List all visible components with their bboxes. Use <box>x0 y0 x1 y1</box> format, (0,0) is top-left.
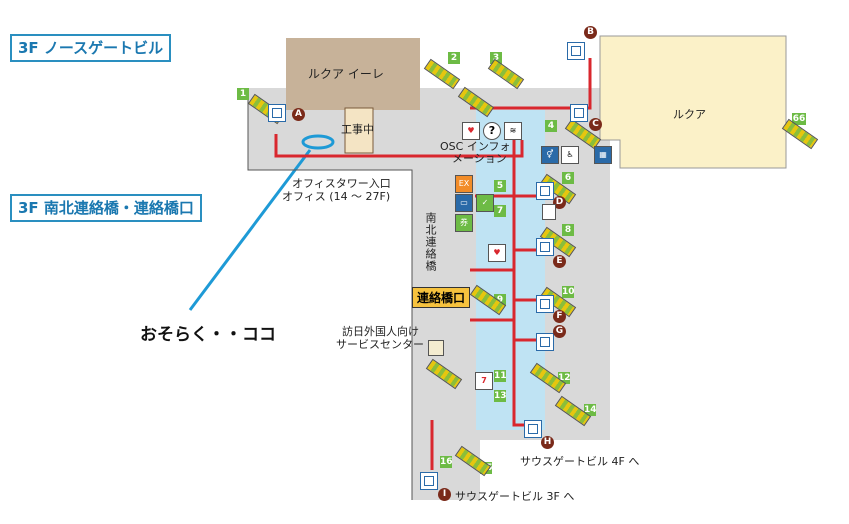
bridge-gate-label: 連絡橋口 <box>412 287 471 308</box>
elevator-i-icon <box>420 472 438 490</box>
escalator-8-marker: 8 <box>562 224 574 236</box>
lucua-building <box>599 35 787 169</box>
lucua-label: ルクア <box>673 108 706 121</box>
escalator-16-marker: 16 <box>440 456 453 468</box>
highlight-pointer-line <box>188 149 312 311</box>
osc-info-line1: OSC インフォ <box>440 140 511 153</box>
aed-icon: ♥ <box>462 122 480 140</box>
elevator-d-icon <box>536 182 554 200</box>
office-entrance-line1: オフィスタワー入口 <box>292 177 391 190</box>
visitor-center-line2: サービスセンター <box>336 338 424 351</box>
elevator-h-marker: H <box>541 436 554 449</box>
escalator-4-marker: 4 <box>545 120 557 132</box>
locker-icon: ▦ <box>594 146 612 164</box>
construction-label: 工事中 <box>341 123 374 136</box>
north-gate-label: 3F ノースゲートビル <box>10 34 172 62</box>
visitor-center-icon <box>428 340 444 356</box>
visitor-center-line1: 訪日外国人向け <box>342 325 419 338</box>
escalator-13-marker: 13 <box>494 390 507 402</box>
escalator-1-marker: 1 <box>237 88 249 100</box>
escalator-11-marker: 11 <box>494 370 507 382</box>
seven-eleven-icon: 7 <box>475 372 493 390</box>
ex-icon: EX <box>455 175 473 193</box>
restroom-icon: ⚥ <box>541 146 559 164</box>
elevator-f-icon <box>536 295 554 313</box>
annotation-note: おそらく・・ココ <box>140 325 276 345</box>
elevator-e-icon <box>536 238 554 256</box>
wheelchair-icon: ♿ <box>561 146 579 164</box>
nanboku-bridge-label: 南北連絡橋 <box>424 212 437 272</box>
escalator-5-marker: 5 <box>494 180 506 192</box>
elevator-i-marker: I <box>438 488 451 501</box>
escalator-10-marker: 10 <box>562 286 575 298</box>
elevator-a-icon <box>268 104 286 122</box>
southgate-4f-label: サウスゲートビル 4F へ <box>520 455 640 468</box>
construction-area <box>344 107 374 154</box>
office-entrance-line2: オフィス (14 ～ 27F) <box>282 190 391 203</box>
southgate-3f-label: サウスゲートビル 3F へ <box>455 490 575 503</box>
elevator-e-marker: E <box>553 255 566 268</box>
bridge-label: 3F 南北連絡橋・連絡橋口 <box>10 194 202 222</box>
escalator-6-marker: 6 <box>562 172 574 184</box>
green-window-icon: ✓ <box>476 194 494 212</box>
ticket-icon: 券 <box>455 214 473 232</box>
elevator-f-marker: F <box>553 310 566 323</box>
escalator-66-marker: 66 <box>792 113 806 125</box>
elevator-a-marker: A <box>292 108 305 121</box>
elevator-g-marker: G <box>553 325 566 338</box>
elevator-b-marker: B <box>584 26 597 39</box>
osc-info-line2: メーション <box>452 152 507 165</box>
question-icon: ? <box>483 122 501 140</box>
escalator-7-marker: 7 <box>494 205 506 217</box>
elevator-h-icon <box>524 420 542 438</box>
escalator-2-marker: 2 <box>448 52 460 64</box>
highlight-ellipse <box>301 134 335 150</box>
elevator-d-marker: D <box>553 196 566 209</box>
building-outline <box>247 88 413 500</box>
wifi-icon: ≋ <box>504 122 522 140</box>
aed-icon-2: ♥ <box>488 244 506 262</box>
elevator-g-icon <box>536 333 554 351</box>
shop-icon <box>542 204 556 220</box>
lucua-1100-label: ルクア イーレ <box>308 67 384 81</box>
shinkansen-icon: ▭ <box>455 194 473 212</box>
elevator-c-marker: C <box>589 118 602 131</box>
elevator-c-icon <box>570 104 588 122</box>
lucua-1100-building <box>286 38 420 110</box>
elevator-b-icon <box>567 42 585 60</box>
